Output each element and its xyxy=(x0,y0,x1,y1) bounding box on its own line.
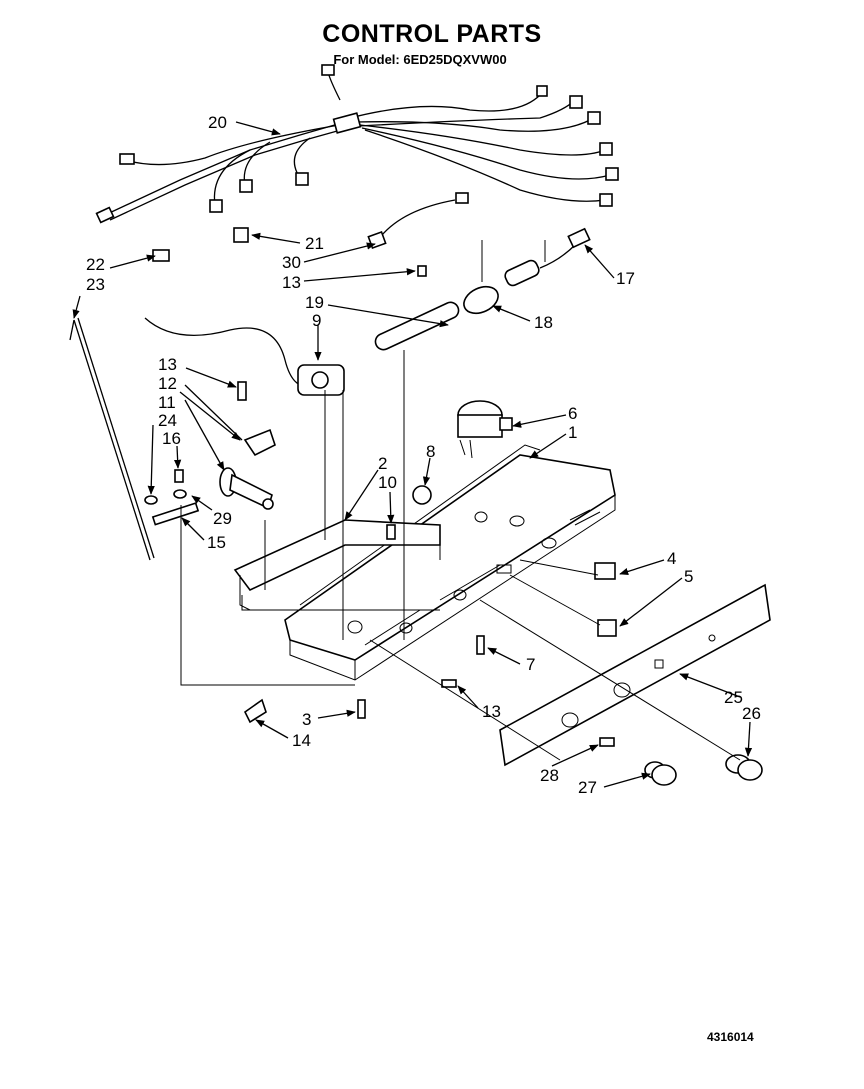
callout-28: 28 xyxy=(540,766,559,785)
screw-13-lower xyxy=(441,679,457,688)
callout-22: 22 xyxy=(86,255,105,274)
knob-8 xyxy=(412,485,432,505)
callout-19: 19 xyxy=(305,293,324,312)
damper-knob-assembly xyxy=(144,381,276,526)
switch-5 xyxy=(597,619,617,637)
switch-4 xyxy=(594,562,616,580)
callout-4: 4 xyxy=(667,549,676,568)
callout-13-top: 13 xyxy=(282,273,301,292)
callout-9: 9 xyxy=(312,311,321,330)
cold-control xyxy=(457,400,513,459)
callout-26: 26 xyxy=(742,704,761,723)
screw-13-upper xyxy=(417,265,427,277)
callout-5: 5 xyxy=(684,567,693,586)
callout-17: 17 xyxy=(616,269,635,288)
screw-3 xyxy=(357,699,366,719)
wire-harness xyxy=(95,64,619,224)
callout-6: 6 xyxy=(568,404,577,423)
control-housing xyxy=(284,444,616,681)
callout-25: 25 xyxy=(724,688,743,707)
callout-3: 3 xyxy=(302,710,311,729)
screw-7 xyxy=(476,635,485,655)
small-wire-lead xyxy=(367,192,469,250)
clip xyxy=(233,227,249,243)
sensor-assembly xyxy=(374,227,591,351)
control-panel xyxy=(499,583,771,767)
callout-2: 2 xyxy=(378,454,387,473)
control-rod xyxy=(69,317,155,561)
callout-13-low: 13 xyxy=(482,702,501,721)
callout-30: 30 xyxy=(282,253,301,272)
spring-28 xyxy=(599,737,615,747)
document-number: 4316014 xyxy=(707,1030,754,1044)
callout-16: 16 xyxy=(162,429,181,448)
leader-arrows xyxy=(72,121,753,788)
callout-20: 20 xyxy=(208,113,227,132)
callout-10: 10 xyxy=(378,473,397,492)
callout-29: 29 xyxy=(213,509,232,528)
clip-14 xyxy=(243,698,267,724)
knob-26 xyxy=(725,754,763,781)
callout-8: 8 xyxy=(426,442,435,461)
callout-15: 15 xyxy=(207,533,226,552)
callout-24: 24 xyxy=(158,411,177,430)
reference-lines xyxy=(180,350,741,761)
bracket-22 xyxy=(152,249,170,262)
callout-18: 18 xyxy=(534,313,553,332)
callout-labels: 20 21 30 13 19 9 22 23 17 18 13 12 11 24… xyxy=(86,113,761,797)
callout-21: 21 xyxy=(305,234,324,253)
callout-1: 1 xyxy=(568,423,577,442)
callout-12: 12 xyxy=(158,374,177,393)
callout-11: 11 xyxy=(158,393,176,412)
callout-14: 14 xyxy=(292,731,311,750)
model-subtitle: For Model: 6ED25DQXVW00 xyxy=(333,52,507,67)
callout-13-mid: 13 xyxy=(158,355,177,374)
damper-control xyxy=(144,317,345,396)
callout-27: 27 xyxy=(578,778,597,797)
callout-23: 23 xyxy=(86,275,105,294)
screw-10 xyxy=(386,524,396,540)
diagram-title: CONTROL PARTS xyxy=(322,20,542,48)
callout-7: 7 xyxy=(526,655,535,674)
